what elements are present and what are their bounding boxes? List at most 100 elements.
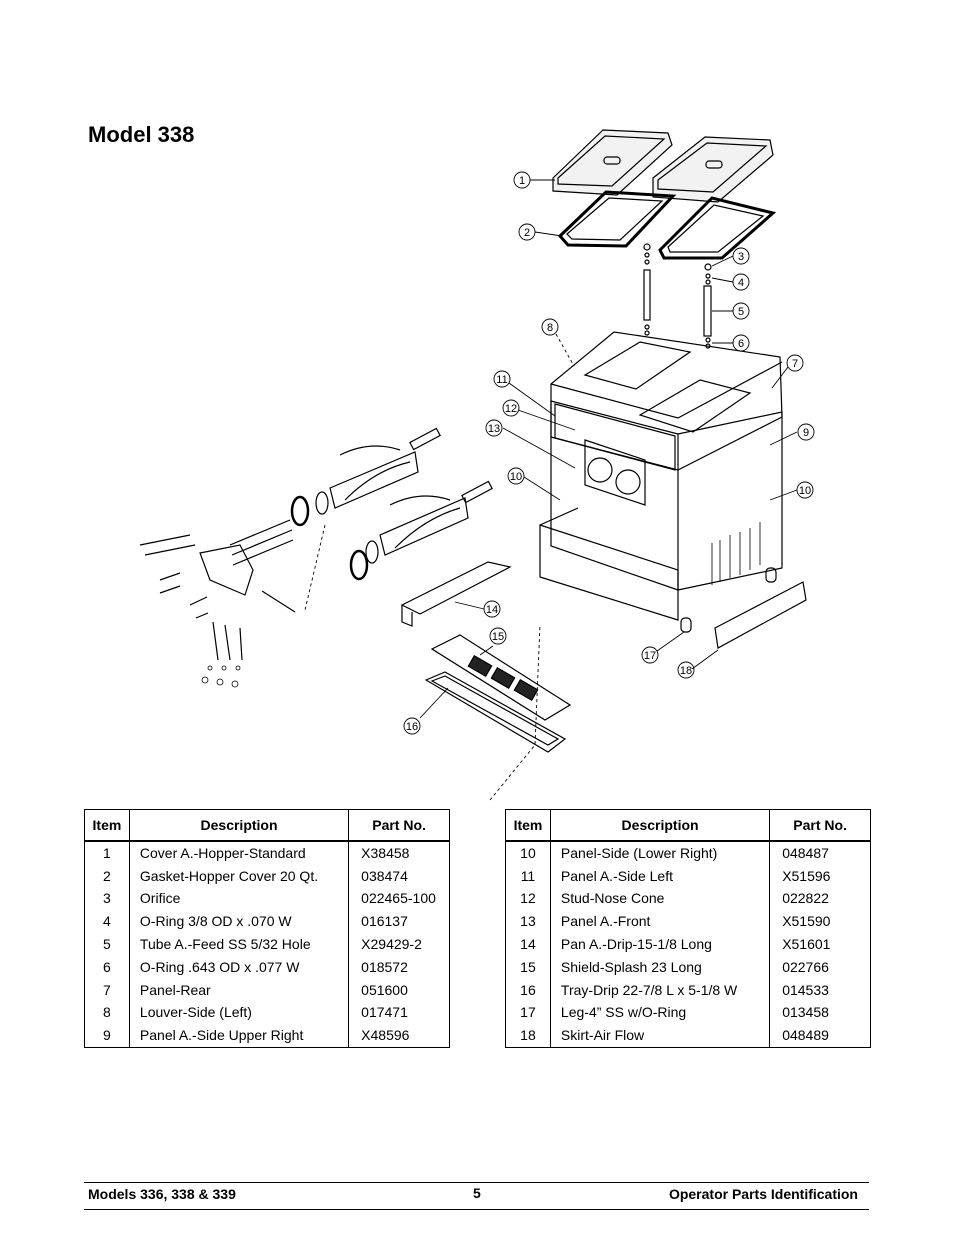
cell-description: Gasket-Hopper Cover 20 Qt.: [128, 864, 350, 888]
cell-description: Panel A.-Side Upper Right: [128, 1024, 350, 1049]
drip-pan-drawing: [400, 561, 512, 627]
cell-item: 12: [505, 887, 551, 911]
callout-11: 11: [493, 370, 511, 388]
svg-text:14: 14: [486, 604, 498, 616]
svg-text:10: 10: [510, 471, 522, 483]
cell-item: 17: [505, 1001, 551, 1025]
callout-5: 5: [732, 302, 750, 320]
cell-part-no: 048487: [769, 841, 871, 865]
hopper-cover-drawing: [552, 129, 774, 203]
drip-tray-drawing: [424, 671, 567, 753]
callout-12: 12: [502, 399, 520, 417]
cell-item: 2: [84, 864, 130, 888]
cell-description: Stud-Nose Cone: [549, 887, 771, 911]
cell-item: 18: [505, 1024, 551, 1049]
freezer-body-drawing: [539, 331, 783, 633]
cell-description: Panel-Rear: [128, 978, 350, 1002]
cell-item: 9: [84, 1024, 130, 1049]
cell-item: 6: [84, 955, 130, 979]
col-header-item: Item: [505, 809, 551, 842]
callout-9: 9: [797, 423, 815, 441]
svg-text:11: 11: [496, 374, 507, 386]
freezer-door-drawing: [139, 519, 296, 688]
callout-markers: 1 2 3 4 5 6 7 8 9 10 11 12 13 10 14 15 1…: [403, 171, 815, 735]
svg-text:10: 10: [799, 485, 811, 497]
cell-part-no: 016137: [348, 910, 450, 934]
cell-part-no: 048489: [769, 1024, 871, 1049]
cell-part-no: 022822: [769, 887, 871, 911]
cell-part-no: X51601: [769, 933, 871, 956]
svg-text:16: 16: [406, 721, 418, 733]
cell-description: Panel-Side (Lower Right): [549, 841, 771, 865]
splash-shield-drawing: [430, 634, 572, 721]
col-header-item: Item: [84, 809, 130, 842]
callout-16: 16: [403, 717, 421, 735]
beater-assembly-drawing: [290, 427, 493, 581]
cell-item: 14: [505, 933, 551, 956]
cell-item: 16: [505, 978, 551, 1002]
cell-description: Louver-Side (Left): [128, 1001, 350, 1025]
cell-item: 4: [84, 910, 130, 934]
svg-text:13: 13: [488, 423, 500, 435]
callout-10b: 10: [507, 467, 525, 485]
cell-item: 5: [84, 933, 130, 956]
cell-part-no: 013458: [769, 1001, 871, 1025]
cell-item: 8: [84, 1001, 130, 1025]
col-header-description: Description: [549, 809, 771, 842]
cell-part-no: 018572: [348, 955, 450, 979]
svg-text:15: 15: [492, 631, 504, 643]
svg-text:1: 1: [519, 175, 525, 187]
footer-section-title: Operator Parts Identification: [668, 1186, 858, 1202]
callout-17: 17: [641, 646, 659, 664]
svg-text:7: 7: [792, 358, 798, 370]
callout-15: 15: [489, 627, 507, 645]
cell-item: 15: [505, 955, 551, 979]
exploded-parts-diagram: 1 2 3 4 5 6 7 8 9 10 11 12 13 10 14 15 1…: [120, 120, 820, 810]
cell-part-no: 038474: [348, 864, 450, 888]
cell-part-no: 017471: [348, 1001, 450, 1025]
callout-13: 13: [485, 419, 503, 437]
cell-description: Tray-Drip 22-7/8 L x 5-1/8 W: [549, 978, 771, 1002]
col-header-part-no: Part No.: [348, 809, 450, 842]
cell-item: 11: [505, 864, 551, 888]
cell-description: Leg-4” SS w/O-Ring: [549, 1001, 771, 1025]
callout-1: 1: [513, 171, 531, 189]
page-title: Model 338: [88, 122, 195, 147]
col-header-description: Description: [128, 809, 350, 842]
cell-item: 7: [84, 978, 130, 1002]
cell-description: Pan A.-Drip-15-1/8 Long: [549, 933, 771, 956]
svg-text:6: 6: [738, 338, 744, 350]
cell-description: Orifice: [128, 887, 350, 911]
cell-description: Panel A.-Side Left: [549, 864, 771, 888]
hopper-gasket-drawing: [557, 190, 777, 260]
cell-description: Shield-Splash 23 Long: [549, 955, 771, 979]
callout-18: 18: [677, 661, 695, 679]
col-header-part-no: Part No.: [769, 809, 871, 842]
callout-14: 14: [483, 600, 501, 618]
footer-top-rule: [84, 1182, 869, 1183]
cell-part-no: 051600: [348, 978, 450, 1002]
svg-text:17: 17: [644, 650, 656, 662]
feed-tube-drawing: [643, 243, 712, 349]
skirt-drawing: [714, 581, 807, 649]
cell-description: Skirt-Air Flow: [549, 1024, 771, 1049]
cell-description: Tube A.-Feed SS 5/32 Hole: [128, 933, 350, 956]
page-number: 5: [473, 1185, 481, 1201]
footer-models: Models 336, 338 & 339: [88, 1186, 236, 1202]
cell-item: 13: [505, 910, 551, 934]
svg-text:3: 3: [738, 251, 744, 263]
callout-6: 6: [732, 334, 750, 352]
cell-description: Panel A.-Front: [549, 910, 771, 934]
svg-text:18: 18: [680, 665, 692, 677]
svg-text:4: 4: [738, 277, 744, 289]
